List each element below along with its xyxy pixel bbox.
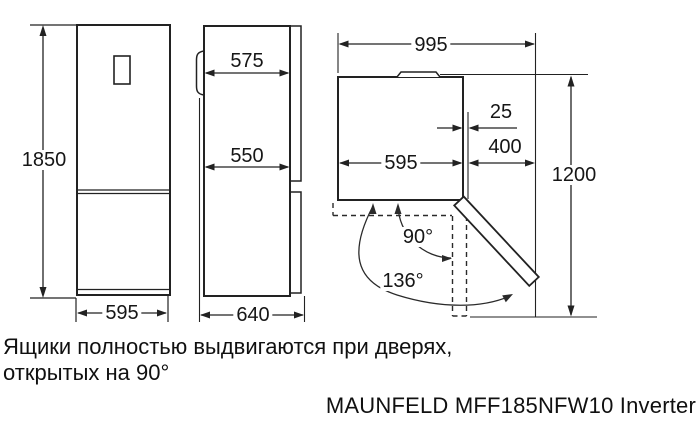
drawer-note: Ящики полностью выдвигаются при дверях, … [3, 334, 452, 386]
dim-side-depth-total: 640 [233, 305, 273, 325]
front-view [76, 24, 171, 296]
dim-front-height: 1850 [18, 150, 70, 170]
drawer-note-line2: открытых на 90° [3, 360, 170, 385]
label-angle-136: 136° [380, 270, 426, 292]
door-open-136 [452, 195, 541, 288]
display-panel [113, 55, 131, 85]
front-view-dimensions [30, 24, 169, 322]
dim-top-width-open: 995 [411, 35, 451, 55]
door-handle [195, 50, 205, 96]
door-profile-upper [289, 25, 302, 182]
door-profile-lower [289, 191, 302, 294]
dim-side-depth-upper: 575 [227, 51, 267, 71]
dim-front-width: 595 [102, 303, 142, 323]
model-name: MAUNFELD MFF185NFW10 Inverter [325, 393, 696, 418]
label-angle-90: 90° [400, 226, 436, 248]
dim-side-depth-lower: 550 [227, 146, 267, 166]
top-view [337, 33, 597, 318]
side-view [195, 25, 306, 322]
side-view-dimensions [200, 69, 304, 319]
hinge-cover [396, 71, 441, 78]
door-swing-dashed [332, 203, 468, 317]
dim-top-depth-open: 1200 [548, 165, 600, 185]
top-view-dimensions [338, 40, 575, 317]
dim-door-swing: 400 [485, 137, 525, 157]
dim-door-thickness: 25 [486, 102, 516, 122]
drawer-note-line1: Ящики полностью выдвигаются при дверях, [3, 334, 453, 359]
dim-top-body-width: 595 [381, 153, 421, 173]
